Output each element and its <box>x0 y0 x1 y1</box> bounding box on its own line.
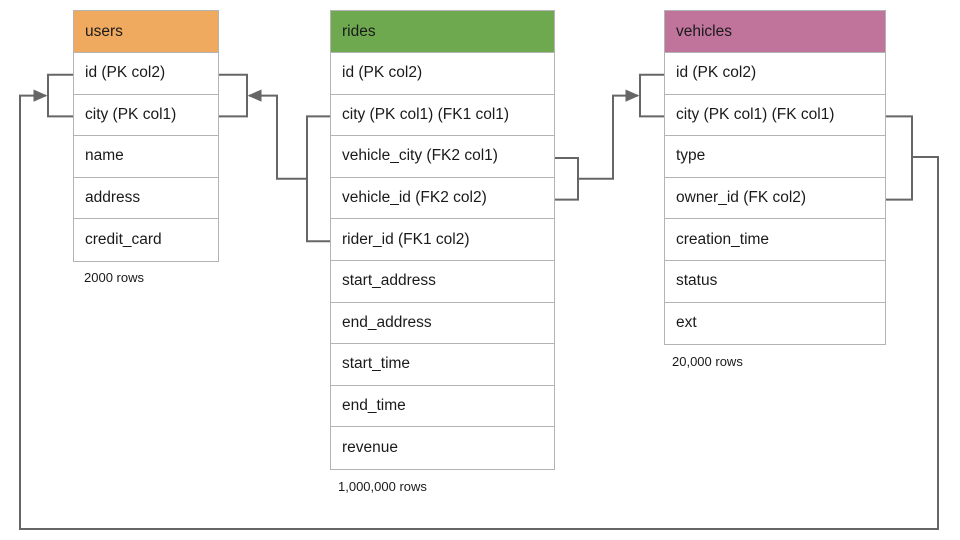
edge-vehicles-left-bracket <box>639 73 664 118</box>
column-rides-city[interactable]: city (PK col1) (FK1 col1) <box>331 94 554 137</box>
column-rides-vehicle-city[interactable]: vehicle_city (FK2 col1) <box>331 136 554 178</box>
table-users-title: users <box>85 22 123 40</box>
column-users-credit-card[interactable]: credit_card <box>74 219 218 261</box>
column-vehicles-type[interactable]: type <box>665 136 885 178</box>
column-rides-end-time[interactable]: end_time <box>331 385 554 428</box>
table-rides-title: rides <box>342 22 376 40</box>
table-users-header: users <box>74 11 218 53</box>
column-rides-id[interactable]: id (PK col2) <box>331 53 554 95</box>
column-vehicles-status[interactable]: status <box>665 260 885 303</box>
row-count-vehicles: 20,000 rows <box>672 354 743 369</box>
edge-users-left-bracket <box>47 73 73 118</box>
edge-fk1-rides-to-users <box>247 89 330 243</box>
edge-users-right-bracket <box>219 73 248 118</box>
edge-fk-vehicles-to-users <box>19 89 939 530</box>
table-users[interactable]: users id (PK col2) city (PK col1) name a… <box>73 10 219 262</box>
column-vehicles-creation-time[interactable]: creation_time <box>665 219 885 261</box>
column-users-name[interactable]: name <box>74 136 218 178</box>
table-rides-header: rides <box>331 11 554 53</box>
column-rides-vehicle-id[interactable]: vehicle_id (FK2 col2) <box>331 177 554 220</box>
row-count-users: 2000 rows <box>84 270 144 285</box>
column-rides-start-time[interactable]: start_time <box>331 344 554 386</box>
table-vehicles-title: vehicles <box>676 22 732 40</box>
column-users-id[interactable]: id (PK col2) <box>74 53 218 95</box>
table-rides[interactable]: rides id (PK col2) city (PK col1) (FK1 c… <box>330 10 555 470</box>
column-users-city[interactable]: city (PK col1) <box>74 94 218 137</box>
column-vehicles-ext[interactable]: ext <box>665 302 885 345</box>
row-count-rides: 1,000,000 rows <box>338 479 427 494</box>
column-users-address[interactable]: address <box>74 177 218 220</box>
column-vehicles-city[interactable]: city (PK col1) (FK col1) <box>665 94 885 137</box>
table-vehicles[interactable]: vehicles id (PK col2) city (PK col1) (FK… <box>664 10 886 346</box>
column-rides-end-address[interactable]: end_address <box>331 302 554 345</box>
column-rides-start-address[interactable]: start_address <box>331 260 554 303</box>
column-vehicles-id[interactable]: id (PK col2) <box>665 53 885 95</box>
edge-vehicles-right-bracket <box>886 115 913 201</box>
column-rides-rider-id[interactable]: rider_id (FK1 col2) <box>331 219 554 261</box>
edge-fk2-rides-to-vehicles <box>555 89 640 201</box>
column-vehicles-owner-id[interactable]: owner_id (FK col2) <box>665 177 885 220</box>
column-rides-revenue[interactable]: revenue <box>331 427 554 469</box>
table-vehicles-header: vehicles <box>665 11 885 53</box>
